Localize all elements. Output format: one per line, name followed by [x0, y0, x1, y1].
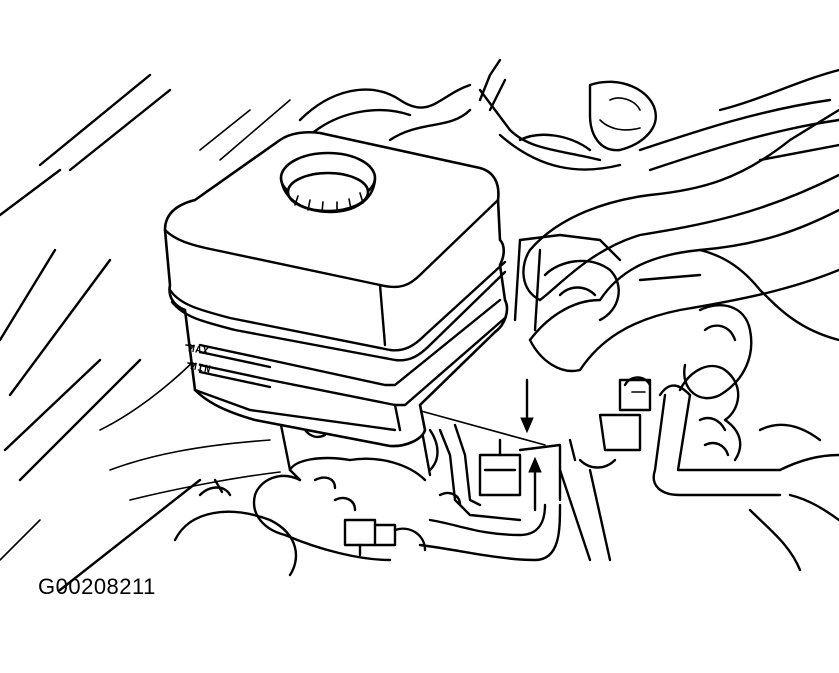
upper-hoses	[298, 58, 839, 172]
brake-lines	[418, 423, 577, 562]
figure-id-label: G00208211	[38, 574, 156, 599]
engine-bay-background	[0, 73, 291, 592]
right-hose	[522, 108, 839, 373]
max-mark-label: MAX	[187, 343, 210, 358]
level-marks: MAX MIN	[185, 343, 212, 376]
brake-booster	[513, 233, 753, 400]
master-cylinder	[173, 418, 439, 577]
right-connector-hose	[558, 364, 839, 572]
min-mark-label: MIN	[189, 361, 212, 376]
level-indicator	[409, 378, 546, 512]
fluid-reservoir	[163, 130, 509, 448]
